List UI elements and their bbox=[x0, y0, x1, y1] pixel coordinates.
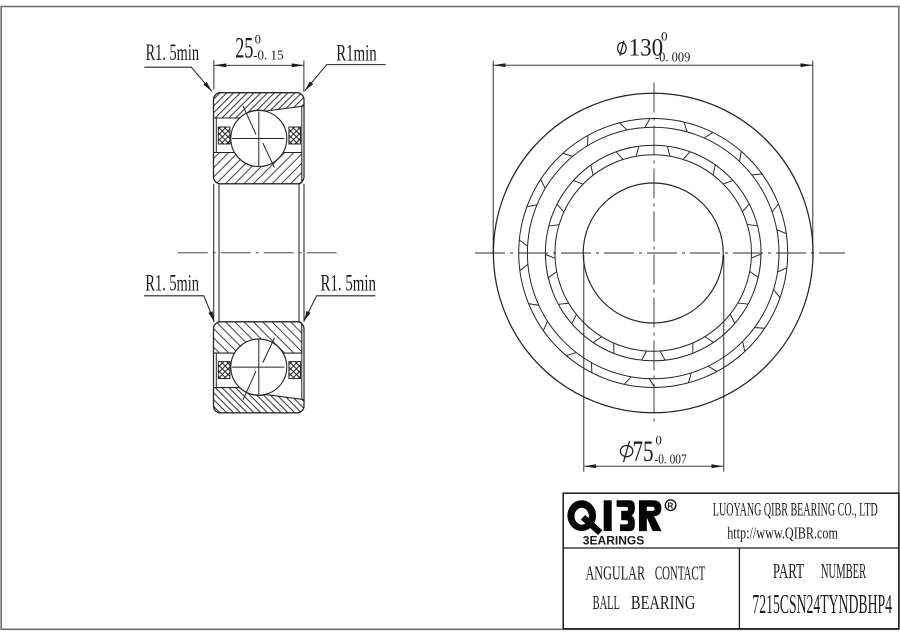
svg-text:R: R bbox=[667, 501, 673, 510]
svg-text:ANGULAR: ANGULAR bbox=[586, 563, 646, 585]
svg-text:0: 0 bbox=[655, 432, 662, 447]
svg-text:BALL: BALL bbox=[593, 592, 620, 614]
svg-text:25: 25 bbox=[235, 32, 253, 65]
svg-text:75: 75 bbox=[633, 435, 654, 468]
svg-text:-0. 009: -0. 009 bbox=[655, 51, 690, 66]
svg-text:0: 0 bbox=[255, 32, 261, 47]
svg-text:7215CSN24TYNDBHP4: 7215CSN24TYNDBHP4 bbox=[752, 589, 892, 619]
svg-text:0: 0 bbox=[661, 28, 668, 43]
svg-text:NUMBER: NUMBER bbox=[821, 559, 867, 583]
svg-text:LUOYANG QIBR BEARING CO., LTD: LUOYANG QIBR BEARING CO., LTD bbox=[713, 501, 878, 521]
svg-text:CONTACT: CONTACT bbox=[655, 563, 705, 585]
svg-text:-0. 007: -0. 007 bbox=[654, 452, 686, 467]
svg-text:R1. 5min: R1. 5min bbox=[145, 270, 199, 295]
svg-text:http://www.QIBR.com: http://www.QIBR.com bbox=[727, 524, 838, 543]
svg-text:R1min: R1min bbox=[336, 40, 377, 65]
svg-text:3EARINGS: 3EARINGS bbox=[583, 535, 645, 547]
svg-text:BEARING: BEARING bbox=[631, 592, 696, 614]
svg-text:PART: PART bbox=[773, 559, 804, 583]
svg-text:R1. 5min: R1. 5min bbox=[321, 270, 377, 295]
svg-text:R1. 5min: R1. 5min bbox=[146, 40, 200, 65]
svg-text:130: 130 bbox=[629, 33, 664, 62]
svg-text:-0. 15: -0. 15 bbox=[253, 49, 283, 64]
